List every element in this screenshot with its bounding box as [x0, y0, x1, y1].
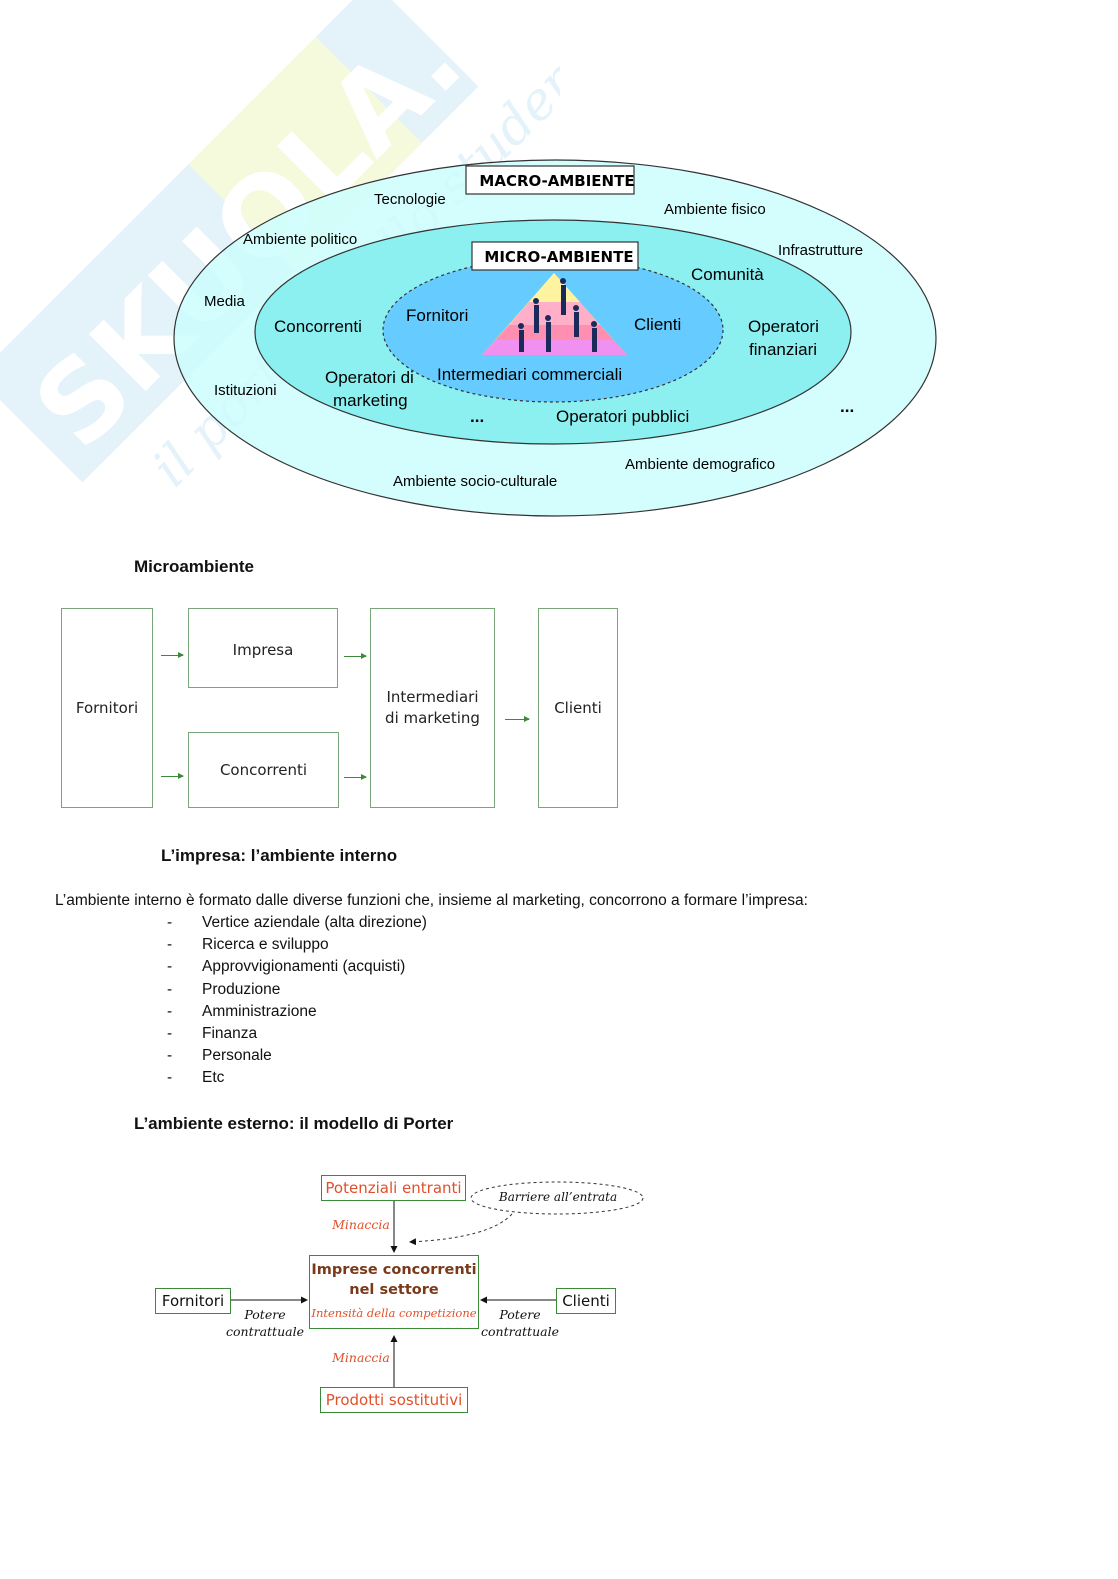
arrow-concorrenti-intermediari — [344, 774, 367, 780]
porter-potenziali-entranti: Potenziali entranti — [321, 1175, 466, 1201]
core-fornitori: Fornitori — [406, 306, 468, 325]
environment-ellipse-diagram: MACRO-AMBIENTE MICRO-AMBIENTE Tecnologie… — [173, 159, 937, 517]
porter-prodotti-sostitutivi: Prodotti sostitutivi — [320, 1387, 468, 1413]
micro-label: MICRO-AMBIENTE — [484, 248, 633, 266]
micro-ellipsis: ... — [470, 407, 484, 426]
core-clienti: Clienti — [634, 315, 681, 334]
impresa-title: L’impresa: l’ambiente interno — [161, 846, 398, 865]
micro-comunita: Comunità — [691, 265, 764, 284]
arrow-fornitori-concorrenti — [161, 773, 184, 779]
micro-operatori-finanziari-1: Operatori — [748, 317, 819, 336]
micro-operatori-marketing-2: marketing — [333, 391, 408, 410]
macro-ambiente-socio-culturale: Ambiente socio-culturale — [393, 473, 557, 490]
barriere-ellipse — [470, 1181, 644, 1215]
porter-clienti: Clienti — [556, 1288, 616, 1314]
micro-label-box — [471, 241, 639, 271]
micro-box-impresa-label: Impresa — [232, 641, 294, 659]
macro-tecnologie: Tecnologie — [374, 191, 446, 208]
micro-concorrenti: Concorrenti — [274, 317, 362, 336]
micro-operatori-marketing-1: Operatori di — [325, 368, 414, 387]
list-item: Etc — [167, 1067, 427, 1089]
arrow-intermediari-clienti — [505, 716, 530, 722]
macro-label-box — [465, 165, 635, 195]
porter-fornitori: Fornitori — [155, 1288, 231, 1314]
porter-title: L’ambiente esterno: il modello di Porter — [134, 1114, 454, 1133]
porter-center-line1: Imprese concorrenti — [311, 1262, 477, 1278]
list-item: Amministrazione — [167, 1001, 427, 1023]
micro-box-concorrenti-label: Concorrenti — [219, 760, 308, 779]
porter-barriere-label: Barriere all’entrata — [498, 1190, 618, 1204]
macro-ambiente-politico: Ambiente politico — [243, 231, 357, 248]
core-intermediari: Intermediari commerciali — [437, 365, 622, 384]
porter-clienti-label: Clienti — [562, 1292, 610, 1310]
pyramid-icon — [482, 273, 627, 355]
porter-potere-right-2: contrattuale — [481, 1324, 559, 1339]
micro-box-impresa: Impresa — [188, 608, 338, 688]
microambiente-title: Microambiente — [134, 557, 254, 576]
macro-istituzioni: Istituzioni — [214, 382, 277, 399]
micro-box-intermediari: Intermediari di marketing — [370, 608, 495, 808]
micro-box-clienti-label: Clienti — [554, 698, 602, 717]
arrow-fornitori-impresa — [161, 652, 184, 658]
porter-potenziali-entranti-label: Potenziali entranti — [325, 1179, 462, 1197]
impresa-functions-list: Vertice aziendale (alta direzione) Ricer… — [167, 912, 427, 1090]
porter-minaccia-top: Minaccia — [332, 1217, 390, 1232]
macro-ambiente-fisico: Ambiente fisico — [664, 201, 766, 218]
macro-ellipsis: ... — [840, 397, 854, 416]
impresa-intro: L’ambiente interno è formato dalle diver… — [55, 892, 808, 909]
micro-box-fornitori-label: Fornitori — [75, 698, 139, 717]
list-item: Ricerca e sviluppo — [167, 934, 427, 956]
list-item: Approvvigionamenti (acquisti) — [167, 956, 427, 978]
porter-potere-right-1: Potere — [499, 1307, 541, 1322]
micro-box-concorrenti: Concorrenti — [188, 732, 339, 808]
porter-potere-left-2: contrattuale — [226, 1324, 304, 1339]
porter-center-box: Imprese concorrenti nel settore Intensit… — [309, 1255, 479, 1329]
porter-minaccia-bottom: Minaccia — [332, 1350, 390, 1365]
micro-box-clienti: Clienti — [538, 608, 618, 808]
micro-operatori-pubblici: Operatori pubblici — [556, 407, 689, 426]
micro-operatori-finanziari-2: finanziari — [749, 340, 817, 359]
micro-box-intermediari-label: Intermediari di marketing — [385, 688, 480, 727]
arrow-impresa-intermediari — [344, 653, 367, 659]
micro-box-fornitori: Fornitori — [61, 608, 153, 808]
porter-potere-left-1: Potere — [244, 1307, 286, 1322]
porter-prodotti-sostitutivi-label: Prodotti sostitutivi — [325, 1391, 463, 1409]
porter-fornitori-label: Fornitori — [161, 1292, 225, 1310]
list-item: Personale — [167, 1045, 427, 1067]
porter-intensita: Intensità della competizione — [311, 1306, 477, 1320]
macro-media: Media — [204, 293, 246, 310]
porter-center-line2: nel settore — [349, 1282, 439, 1298]
list-item: Vertice aziendale (alta direzione) — [167, 912, 427, 934]
list-item: Finanza — [167, 1023, 427, 1045]
list-item: Produzione — [167, 979, 427, 1001]
macro-infrastrutture: Infrastrutture — [778, 242, 863, 259]
macro-ambiente-demografico: Ambiente demografico — [625, 456, 775, 473]
macro-label: MACRO-AMBIENTE — [479, 172, 634, 190]
